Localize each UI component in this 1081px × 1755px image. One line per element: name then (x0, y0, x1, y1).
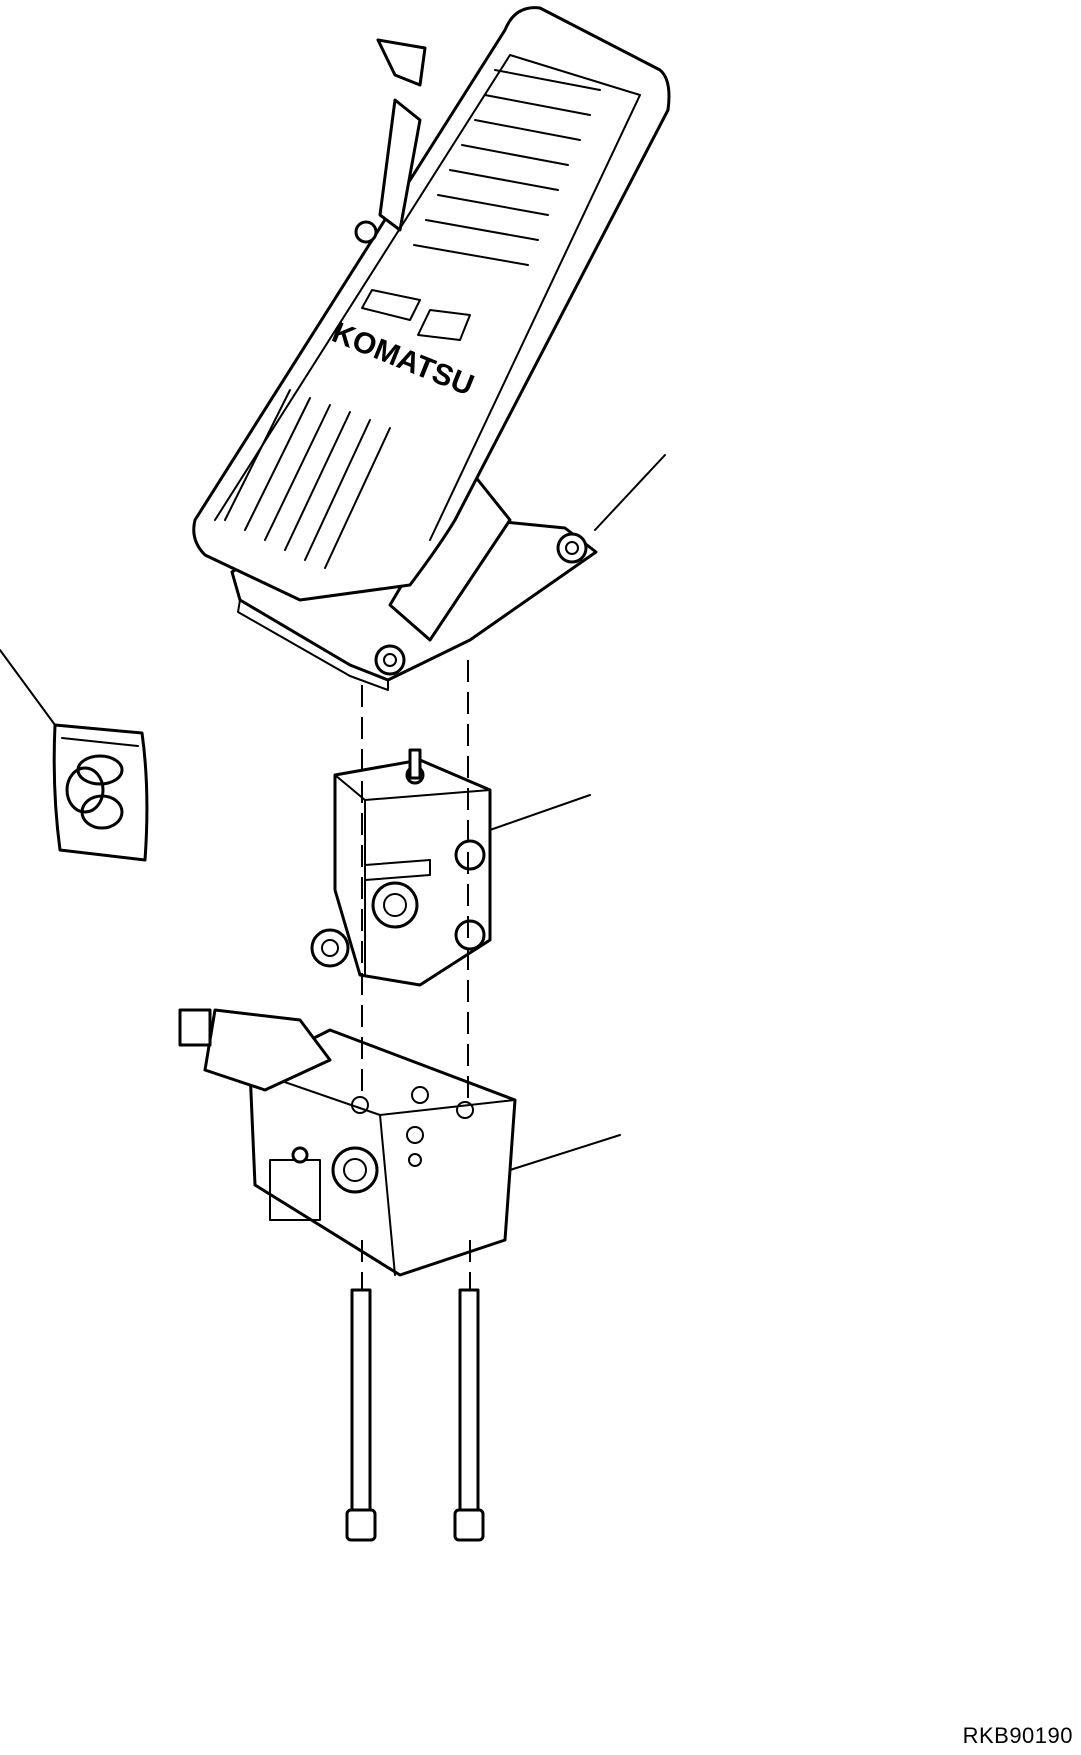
drawing-reference-code: RKB90190 (962, 1723, 1073, 1748)
leader-lines (0, 454, 666, 1171)
accelerator-pedal: KOMATSU (192, 6, 671, 691)
mounting-bolt-right (453, 1288, 485, 1542)
ppc-valve (310, 748, 492, 987)
valve-block (178, 1008, 517, 1277)
mounting-bolt-left (345, 1288, 377, 1542)
o-ring-kit (52, 723, 149, 862)
alignment-lines (361, 660, 471, 1290)
